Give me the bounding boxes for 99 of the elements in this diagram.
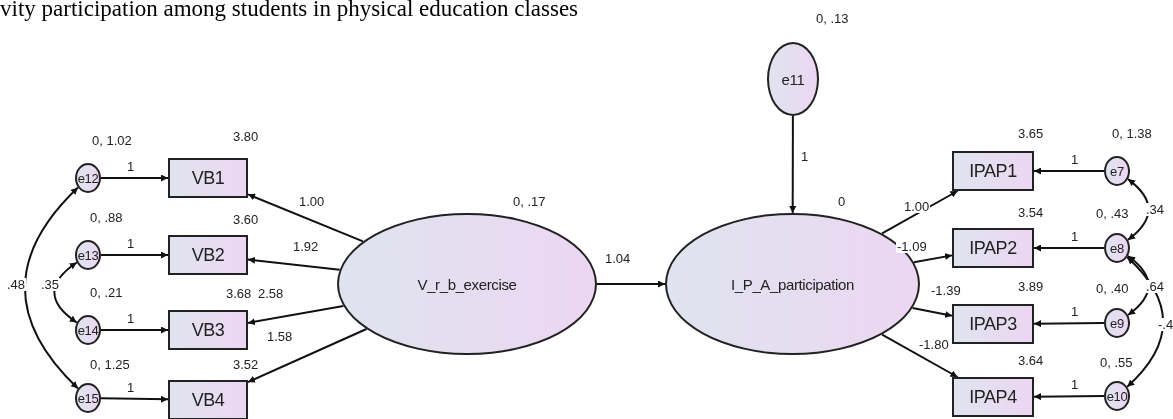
path-arrow	[1033, 320, 1105, 328]
path-arrow	[24, 186, 79, 390]
path-arrow	[100, 326, 169, 334]
observed-variable-box	[168, 380, 248, 419]
observed-variable-box	[168, 158, 248, 198]
edge-label: 1.92	[292, 240, 320, 253]
estimate-label: 3.65	[1018, 127, 1044, 140]
path-arrow	[789, 115, 797, 214]
observed-variable-box	[168, 235, 248, 275]
path-arrow	[911, 306, 953, 318]
edge-label: 1	[126, 381, 136, 394]
edge-label: 1	[1070, 230, 1080, 243]
error-term-circle	[1104, 156, 1130, 186]
path-arrow	[881, 190, 959, 235]
error-term-circle	[75, 240, 101, 270]
path-arrow	[1126, 178, 1150, 241]
variable-name: IPAP4	[969, 388, 1017, 406]
estimate-label: 3.89	[1018, 280, 1044, 293]
edge-label: 1	[800, 150, 810, 163]
estimate-label: 3.64	[1018, 354, 1044, 367]
variable-name: e9	[1110, 316, 1124, 330]
estimate-label: 0, 1.38	[1112, 127, 1152, 140]
error-term-circle	[75, 315, 101, 345]
observed-variable-box	[952, 377, 1034, 417]
estimate-label: 0, .17	[513, 195, 546, 208]
estimate-label: 0	[838, 195, 846, 208]
edge-label: -1.80	[918, 338, 950, 351]
variable-name: e8	[1110, 241, 1124, 255]
edge-label: .35	[40, 278, 61, 291]
path-arrow	[100, 174, 169, 182]
variable-name: V_r_b_exercise	[417, 276, 517, 292]
observed-variable-box	[952, 304, 1034, 344]
error-term-circle	[1104, 381, 1130, 411]
edge-label: 1	[1070, 153, 1080, 166]
variable-name: VB3	[191, 321, 225, 339]
estimate-label: 0, .55	[1100, 356, 1133, 369]
edge-label: -.4	[1157, 318, 1173, 331]
estimate-label: 3.60	[233, 213, 259, 226]
edge-label: -1.09	[896, 240, 928, 253]
error-term-circle	[75, 383, 101, 413]
estimate-label: 3.80	[233, 130, 259, 143]
path-arrow	[247, 256, 341, 271]
path-arrow	[100, 251, 169, 259]
variable-name: VB2	[191, 246, 225, 264]
edge-label: 1	[1070, 305, 1080, 318]
edge-label: .48	[6, 278, 27, 291]
variable-name: e7	[1110, 164, 1124, 178]
edge-label: 1	[126, 312, 136, 325]
estimate-label: 0, .88	[90, 211, 123, 224]
estimate-label: 3.52	[233, 358, 259, 371]
error-term-circle	[1104, 233, 1130, 263]
estimate-label: 0, .43	[1096, 207, 1129, 220]
error-term-circle	[75, 163, 101, 193]
path-arrow	[881, 333, 959, 378]
estimate-label: 0, .13	[816, 12, 849, 25]
edge-label: 1.00	[903, 200, 931, 213]
edge-label: .34	[1145, 203, 1166, 216]
variable-name: VB4	[191, 391, 225, 409]
edge-label: 1	[126, 160, 136, 173]
variable-name: I_P_A_participation	[731, 276, 854, 292]
variable-name: e13	[77, 248, 99, 262]
edge-label: 1.04	[604, 252, 632, 265]
variable-name: IPAP1	[969, 162, 1017, 180]
edge-label: 1	[1070, 378, 1080, 391]
path-arrow	[247, 328, 368, 384]
path-arrow	[247, 193, 364, 243]
estimate-label: 3.54	[1018, 206, 1044, 219]
variable-name: e14	[77, 323, 99, 337]
variable-name: e11	[781, 71, 805, 87]
variable-name: IPAP3	[969, 315, 1017, 333]
variable-name: VB1	[191, 169, 225, 187]
path-arrow	[1127, 254, 1150, 317]
title-text: vity participation among students in physical education classes	[0, 0, 579, 23]
path-arrow	[1033, 244, 1105, 252]
variable-name: e15	[77, 391, 99, 405]
estimate-label: 0, .21	[90, 286, 123, 299]
path-arrow	[1033, 167, 1105, 175]
observed-variable-box	[168, 310, 248, 350]
path-arrow	[53, 261, 78, 324]
edge-label: .64	[1145, 280, 1166, 293]
edge-label: 2.58	[257, 287, 285, 300]
observed-variable-box	[952, 151, 1034, 191]
edge-label: 1	[126, 237, 136, 250]
error-term-circle	[1104, 308, 1130, 338]
estimate-label: 0, 1.25	[90, 358, 130, 371]
path-arrow	[596, 280, 666, 288]
variable-name: e10	[1106, 389, 1128, 403]
path-arrow	[1033, 393, 1105, 401]
edge-label: 1.58	[266, 330, 294, 343]
estimate-label: 0, .40	[1096, 282, 1129, 295]
edge-label: -1.39	[930, 284, 962, 297]
edge-label: 1.00	[298, 195, 326, 208]
estimate-label: 0, 1.02	[92, 134, 132, 147]
observed-variable-box	[952, 228, 1034, 268]
path-arrow	[100, 395, 169, 403]
variable-name: e12	[77, 171, 99, 185]
variable-name: IPAP2	[969, 239, 1017, 257]
path-arrow	[1126, 256, 1165, 388]
estimate-label: 3.68	[226, 287, 252, 300]
